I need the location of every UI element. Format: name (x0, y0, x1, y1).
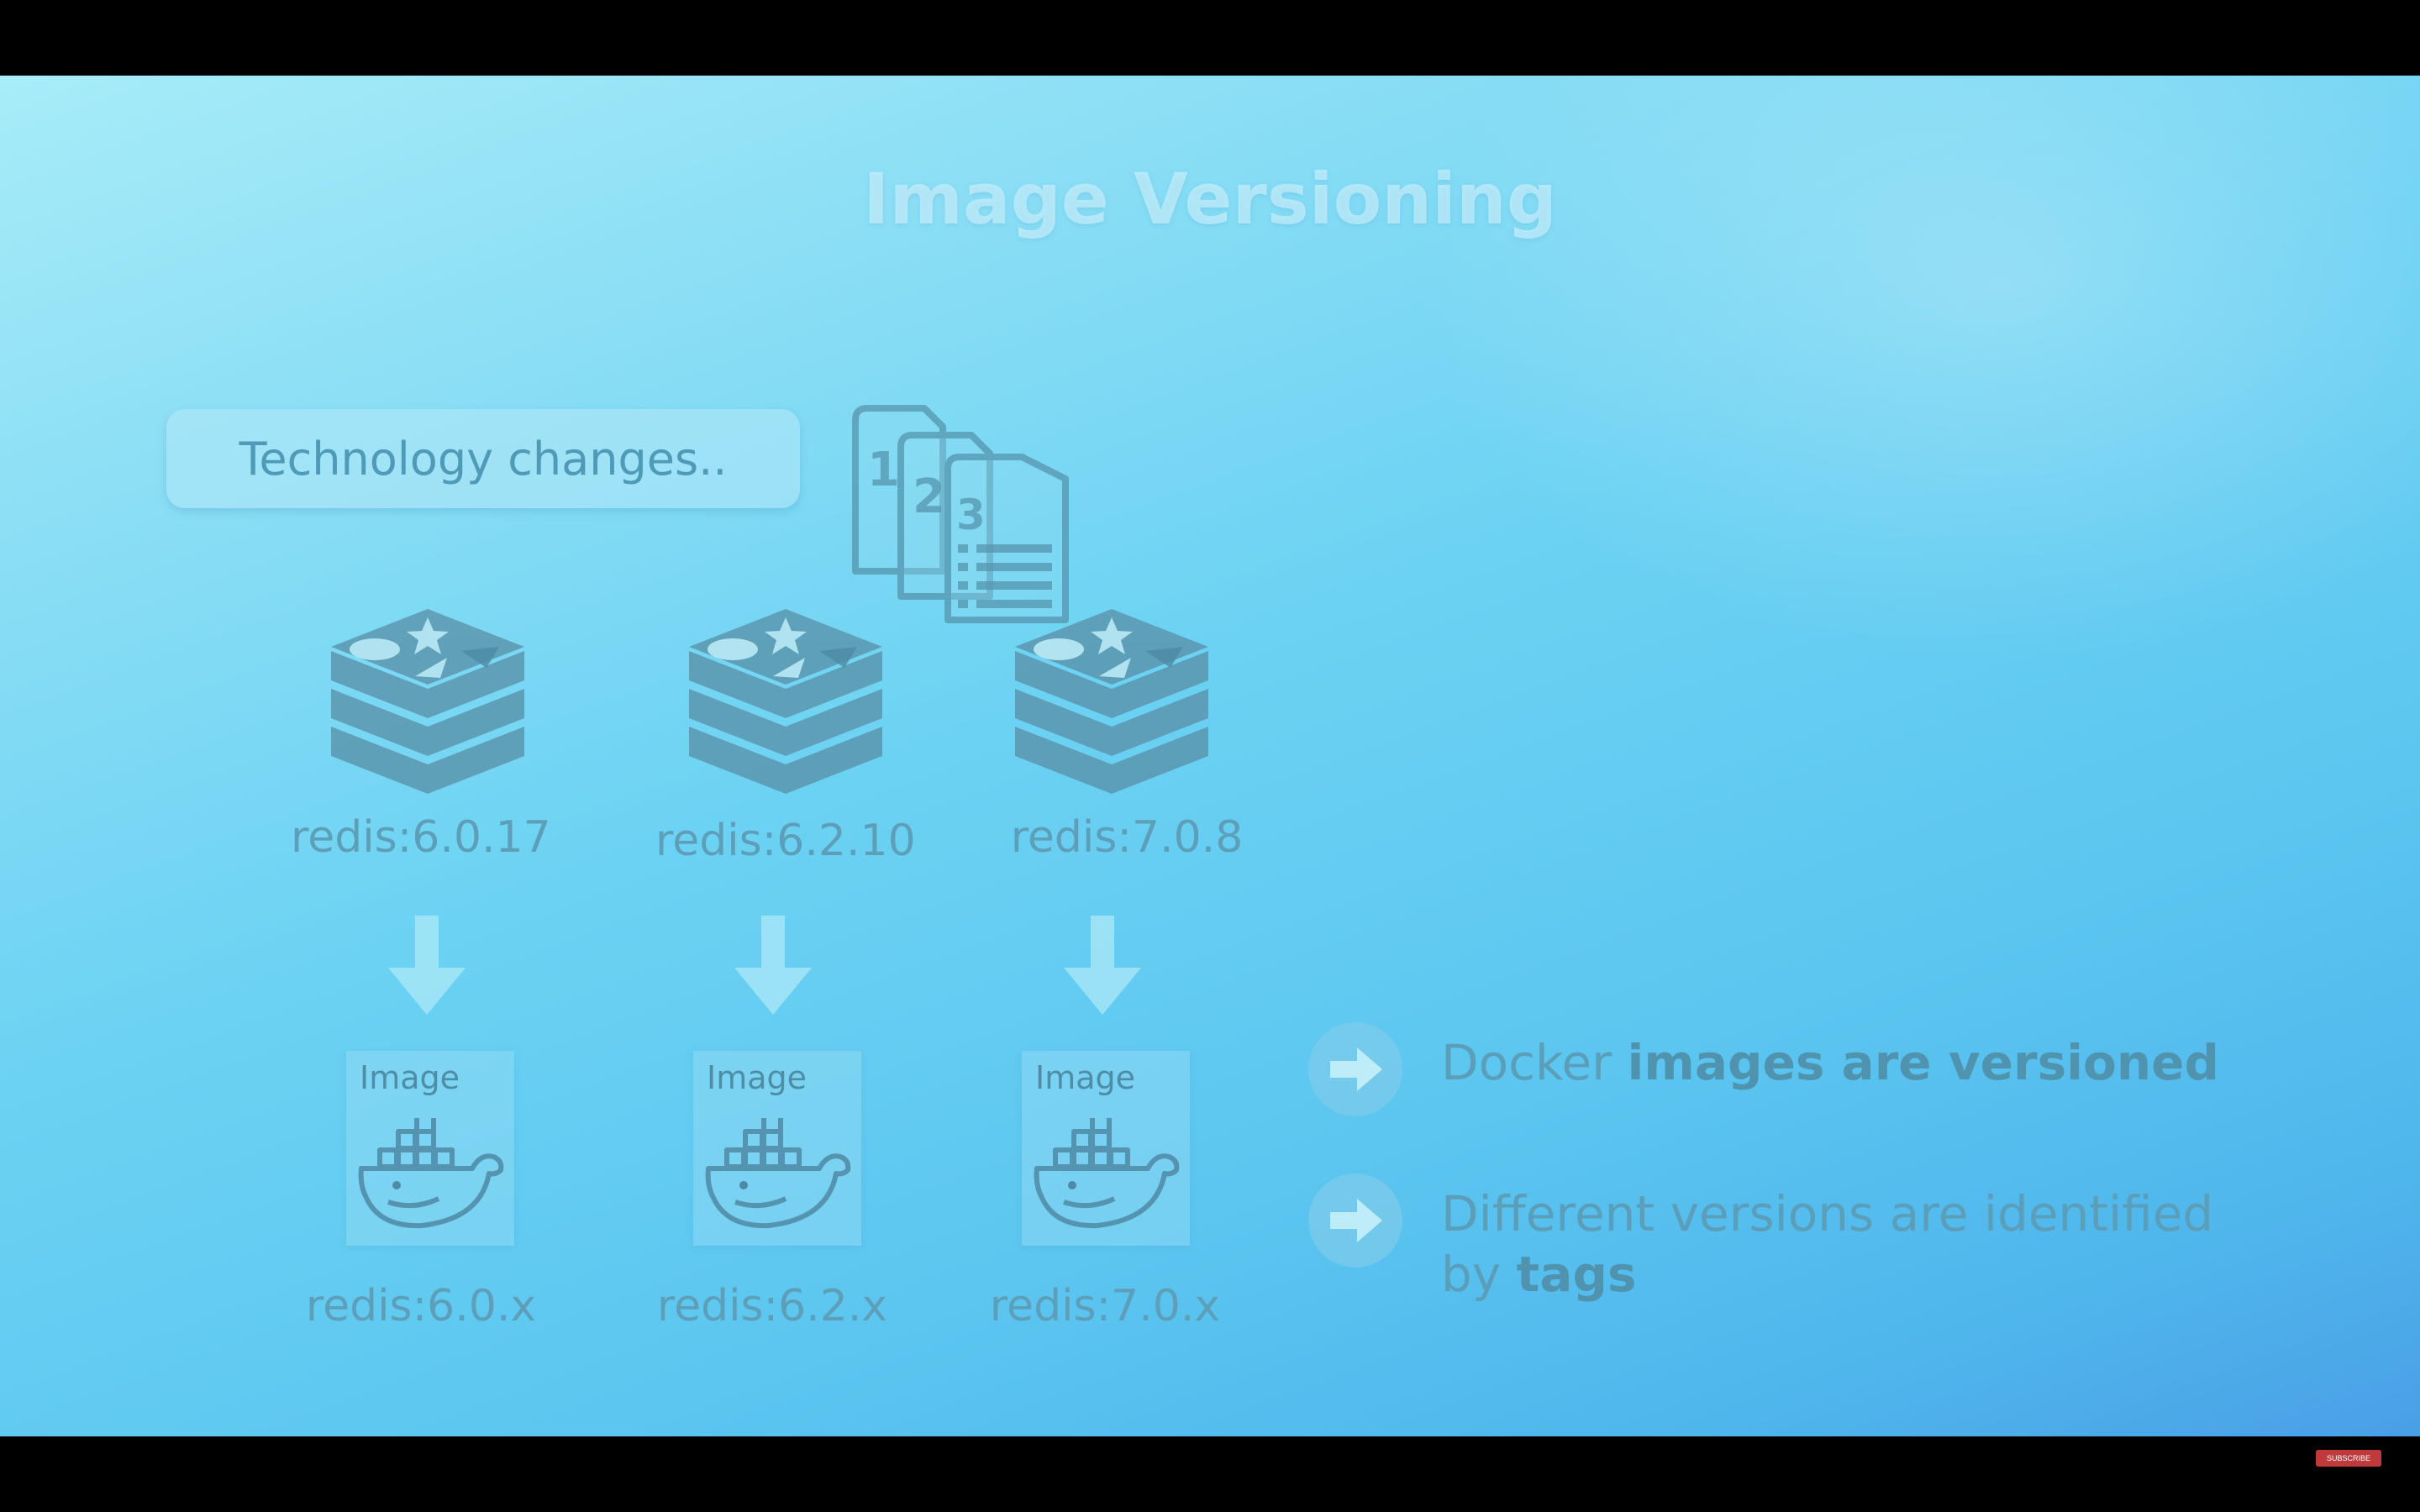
technology-changes-box: Technology changes.. (166, 409, 800, 508)
bullet-text-bold: tags (1516, 1246, 1637, 1303)
svg-text:3: 3 (956, 491, 986, 539)
bullet-item: Docker images are versioned (1307, 1021, 2315, 1121)
image-box-label: Image (1035, 1059, 1136, 1096)
image-box-label: Image (707, 1059, 808, 1096)
bullet-text-bold: images are versioned (1627, 1034, 2219, 1091)
bullet-text-plain: by (1441, 1246, 1517, 1303)
down-arrow-icon (1064, 916, 1141, 1015)
down-arrow-icon (388, 916, 466, 1015)
bullet-text: Docker images are versioned (1441, 1032, 2365, 1093)
docker-whale-icon (358, 1118, 504, 1229)
subscribe-button[interactable]: SUBSCRIBE (2316, 1450, 2381, 1467)
redis-logo-icon (689, 609, 882, 794)
down-arrow-icon (734, 916, 812, 1015)
image-tag-label: redis:6.2.x (656, 1281, 888, 1331)
technology-changes-label: Technology changes.. (239, 432, 728, 486)
image-box-label: Image (360, 1059, 460, 1096)
right-arrow-circle-icon (1308, 1022, 1402, 1116)
docker-whale-icon (705, 1118, 851, 1229)
version-tag-label: redis:6.0.17 (291, 812, 551, 863)
docker-whale-icon (1034, 1118, 1180, 1229)
numbered-documents-icon: 1 2 3 (852, 405, 1069, 623)
docker-image-box: Image (1022, 1051, 1190, 1246)
version-tag-label: redis:7.0.8 (1010, 812, 1244, 863)
docker-image-box: Image (346, 1051, 514, 1246)
image-tag-label: redis:7.0.x (989, 1281, 1221, 1331)
docker-image-box: Image (693, 1051, 861, 1246)
redis-logo-icon (331, 609, 524, 794)
redis-logo-icon (1015, 609, 1208, 794)
slide: Image Versioning Technology changes.. 1 … (0, 76, 2420, 1436)
image-tag-label: redis:6.0.x (305, 1281, 537, 1331)
bullet-text-plain: Different versions are identified (1441, 1185, 2214, 1242)
version-tag-label: redis:6.2.10 (655, 816, 916, 866)
slide-title: Image Versioning (863, 158, 1557, 240)
bullet-text-plain: Docker (1441, 1034, 1628, 1091)
svg-text:1: 1 (867, 443, 900, 497)
svg-text:2: 2 (913, 470, 945, 524)
right-arrow-circle-icon (1308, 1173, 1402, 1268)
